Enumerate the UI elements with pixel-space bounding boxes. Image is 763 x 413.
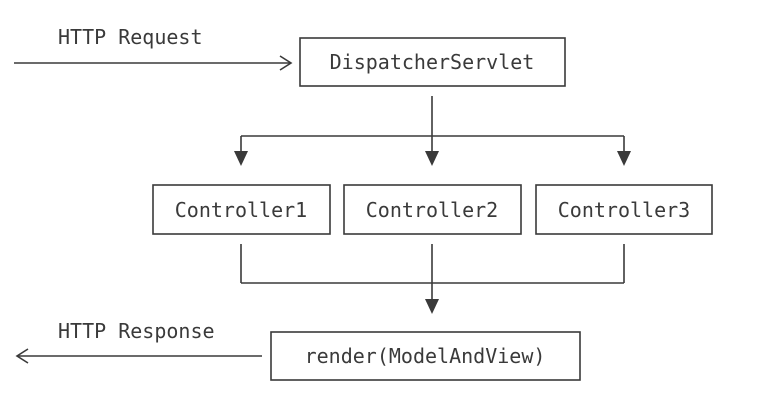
response-arrow-head: [15, 348, 29, 364]
dispatcher-servlet-box: [299, 37, 566, 87]
dispatcher-servlet-label: DispatcherServlet: [330, 50, 535, 74]
controller1-label: Controller1: [175, 198, 307, 222]
arrow-to-controller1: [234, 151, 248, 166]
controller3-node: Controller3: [535, 184, 713, 235]
request-arrow-head: [279, 55, 293, 71]
controller1-box: [152, 184, 331, 235]
controller2-box: [343, 184, 522, 235]
arrow-to-controller2: [425, 151, 439, 166]
controller2-node: Controller2: [343, 184, 522, 235]
controller1-node: Controller1: [152, 184, 331, 235]
dispatcher-servlet-node: DispatcherServlet: [299, 37, 566, 87]
controller3-label: Controller3: [558, 198, 690, 222]
render-node: render(ModelAndView): [270, 331, 581, 381]
render-label: render(ModelAndView): [305, 344, 546, 368]
http-request-label: HTTP Request: [58, 25, 203, 49]
render-box: [270, 331, 581, 381]
controller2-label: Controller2: [366, 198, 498, 222]
http-response-label: HTTP Response: [58, 319, 215, 343]
arrow-to-controller3: [617, 151, 631, 166]
controller3-box: [535, 184, 713, 235]
arrow-to-render: [425, 299, 439, 314]
